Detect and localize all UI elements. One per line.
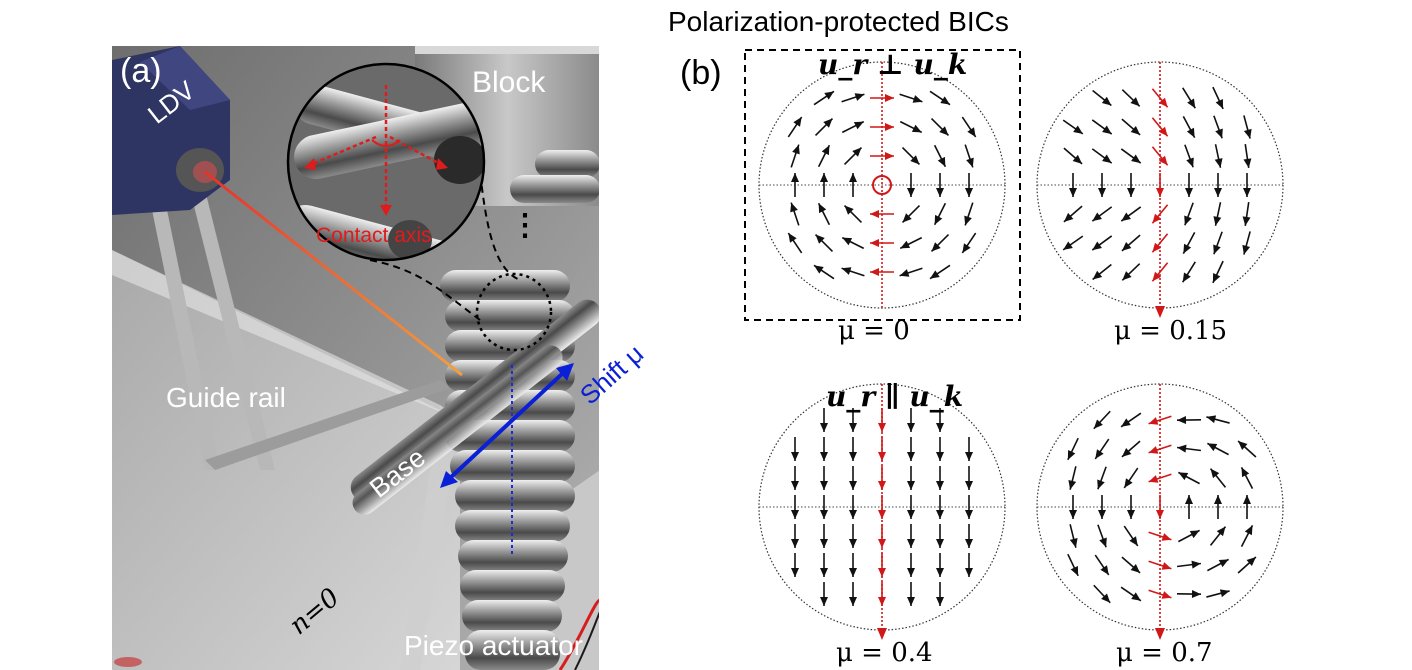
mu-label-2: μ = 0.4 (836, 638, 933, 668)
parallel-condition-label: u_r ∥ u_k (826, 380, 964, 413)
mu-label-1: μ = 0.15 (1114, 316, 1228, 346)
shift-arrow (448, 372, 564, 480)
panel-b-label: (b) (680, 54, 722, 92)
mu-label-3: μ = 0.7 (1116, 638, 1213, 668)
block-label: Block (472, 66, 546, 99)
piezo-actuator-label: Piezo actuator (404, 630, 583, 661)
ellipsis-label: ⋮ (510, 209, 540, 242)
guide-rail-label: Guide rail (166, 382, 286, 413)
contact-axis-label: Contact axis (316, 224, 432, 247)
figure-title: Polarization-protected BICs (668, 6, 1009, 37)
mu-label-0: μ = 0 (838, 316, 910, 346)
perp-condition-label: u_r ⊥ u_k (818, 48, 968, 81)
panel-a-label: (a) (120, 52, 162, 90)
